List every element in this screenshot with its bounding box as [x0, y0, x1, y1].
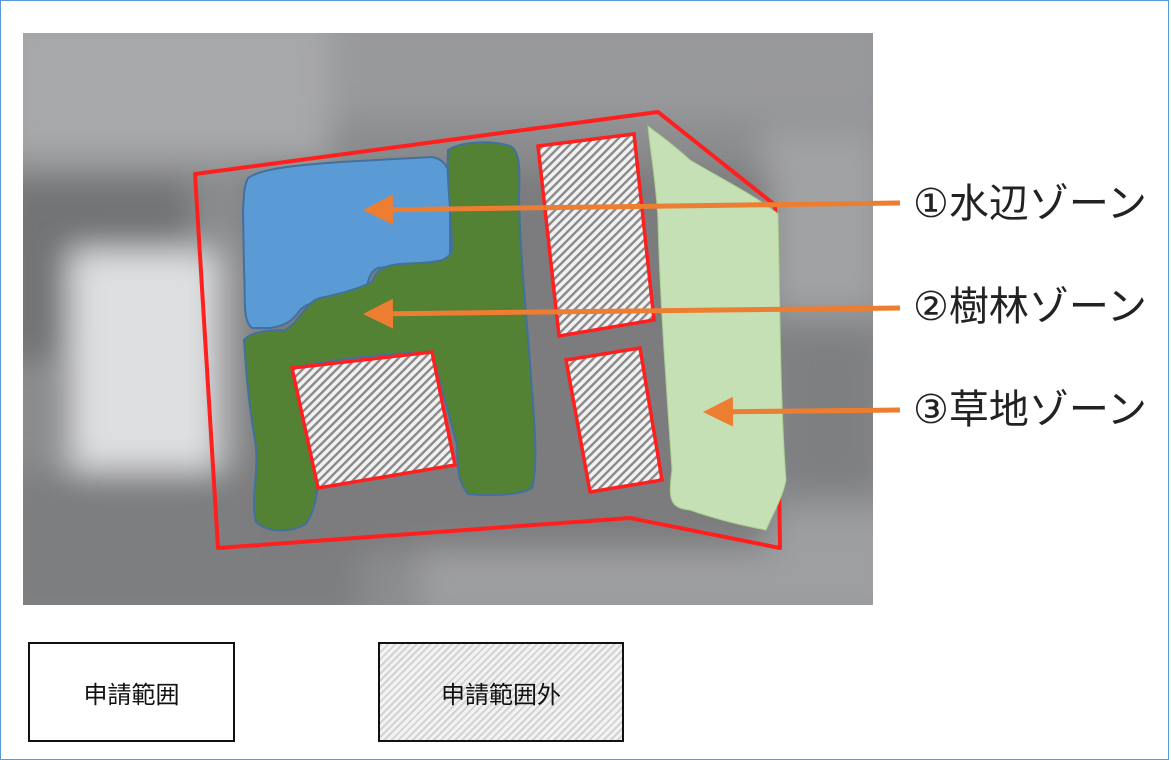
excluded-area-1	[536, 132, 656, 339]
grass-zone-label: ③草地ゾーン	[913, 387, 1147, 433]
excluded-area-2	[563, 345, 665, 495]
legend-in-scope: 申請範囲	[28, 642, 235, 742]
excluded-area-3	[289, 350, 458, 491]
forest-zone-arrow	[363, 298, 901, 329]
legend-out-of-scope: 申請範囲外	[378, 642, 624, 742]
water-zone-label: ①水辺ゾーン	[913, 181, 1147, 227]
grass-zone-area	[647, 124, 787, 531]
application-boundary	[193, 110, 782, 550]
grass-zone-arrow	[703, 396, 901, 427]
forest-zone-label: ②樹林ゾーン	[913, 284, 1147, 330]
forest-zone-area	[242, 141, 537, 532]
water-zone-arrow	[363, 194, 901, 225]
